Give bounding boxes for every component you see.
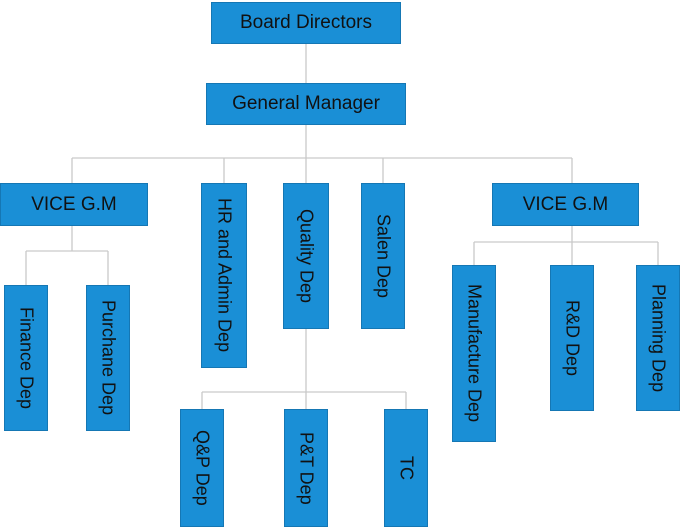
- tc-label: TC: [396, 456, 417, 480]
- board-directors-label: Board Directors: [240, 12, 372, 33]
- general-manager-box: General Manager: [206, 83, 406, 125]
- general-manager-label: General Manager: [232, 93, 380, 114]
- hr-admin-dep-label: HR and Admin Dep: [214, 198, 235, 353]
- vice-gm-left-label: VICE G.M: [31, 193, 117, 215]
- pt-dep-label: P&T Dep: [296, 431, 317, 505]
- finance-dep-box: Finance Dep: [4, 285, 48, 431]
- planning-dep-label: Planning Dep: [648, 283, 669, 393]
- qp-dep-label: Q&P Dep: [192, 430, 213, 506]
- vice-gm-right-box: VICE G.M: [492, 183, 639, 226]
- pt-dep-box: P&T Dep: [284, 409, 328, 527]
- salen-dep-box: Salen Dep: [361, 183, 405, 329]
- purchane-dep-label: Purchane Dep: [98, 300, 119, 416]
- manufacture-dep-box: Manufacture Dep: [452, 265, 496, 442]
- qp-dep-box: Q&P Dep: [180, 409, 224, 527]
- finance-dep-label: Finance Dep: [16, 306, 37, 410]
- salen-dep-label: Salen Dep: [373, 213, 394, 299]
- planning-dep-box: Planning Dep: [636, 265, 680, 411]
- quality-dep-box: Quality Dep: [283, 183, 329, 329]
- hr-admin-dep-box: HR and Admin Dep: [201, 183, 247, 368]
- quality-dep-label: Quality Dep: [296, 208, 317, 304]
- vice-gm-right-label: VICE G.M: [522, 193, 609, 215]
- rd-dep-label: R&D Dep: [562, 299, 583, 377]
- tc-box: TC: [384, 409, 428, 527]
- vice-gm-left-box: VICE G.M: [0, 183, 148, 226]
- purchane-dep-box: Purchane Dep: [86, 285, 130, 431]
- manufacture-dep-label: Manufacture Dep: [464, 284, 485, 423]
- board-directors-box: Board Directors: [211, 2, 401, 44]
- rd-dep-box: R&D Dep: [550, 265, 594, 411]
